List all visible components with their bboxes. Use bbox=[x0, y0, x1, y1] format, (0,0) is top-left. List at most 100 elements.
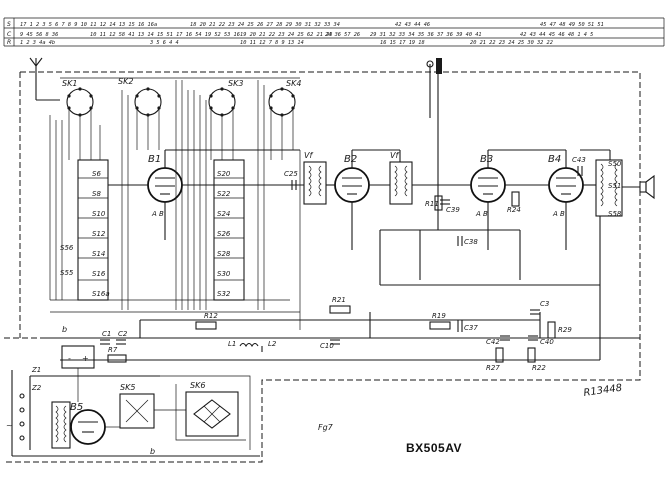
output-transformer: S50 S51 S58 bbox=[595, 159, 623, 218]
table-row-label-s: S bbox=[7, 21, 11, 28]
capacitor-label: C37 bbox=[464, 324, 478, 332]
resistor-label: R12 bbox=[204, 312, 218, 320]
battery-box: - + b bbox=[61, 325, 95, 369]
capacitor-c23: C25 bbox=[284, 170, 298, 190]
capacitor-label: C43 bbox=[572, 156, 586, 164]
switch-sk1: SK1 bbox=[62, 79, 94, 117]
table-cell: 24 36 57 26 bbox=[325, 32, 360, 38]
coil-label: S55 bbox=[60, 269, 74, 277]
resistor-r12: R12 bbox=[195, 312, 218, 330]
bus-label: b bbox=[62, 325, 67, 334]
capacitor-c38: C39 bbox=[440, 199, 460, 214]
coil-label: S8 bbox=[92, 190, 101, 198]
switch-sk4: SK4 bbox=[268, 79, 301, 117]
capacitor-label: C2 bbox=[118, 330, 128, 338]
switch-contact-label: Z2 bbox=[31, 384, 42, 392]
figure-label: Fg7 bbox=[318, 423, 334, 432]
capacitor-c3: C3 bbox=[530, 300, 549, 315]
resistor-r30: R29 bbox=[547, 321, 572, 339]
table-cell: 1 2 3 4a 4b bbox=[20, 40, 55, 46]
switch-sk6: SK6 bbox=[185, 381, 239, 437]
resistor-r22: R22 bbox=[527, 347, 546, 372]
coil-label: S32 bbox=[217, 290, 231, 298]
table-cell: 45 47 48 49 50 51 51 bbox=[540, 22, 604, 28]
table-cell: 42 43 44 45 46 48 1 4 5 bbox=[520, 32, 593, 38]
resistor-r28: R27 bbox=[486, 347, 504, 372]
table-cell: 16 15 17 19 18 bbox=[380, 40, 425, 46]
drawing-reference: R13448 bbox=[583, 383, 623, 399]
coil-label: S50 bbox=[608, 160, 622, 168]
plus-label: + bbox=[82, 354, 89, 363]
coil-block-right: S20 S22 S24 S26 S28 S30 S32 bbox=[213, 159, 245, 301]
table-cell: 10 11 12 58 41 13 14 15 51 17 16 54 19 5… bbox=[90, 32, 240, 38]
switch-sk2: SK2 bbox=[118, 77, 162, 117]
signal-wiring bbox=[108, 120, 640, 286]
minus-label: - bbox=[68, 354, 71, 363]
resistor-r19: R19 bbox=[429, 312, 451, 330]
resistor-label: R11 bbox=[425, 200, 439, 208]
if-transformer-1: Vf bbox=[303, 151, 327, 205]
coil-block-left: S6 S8 S10 S12 S14 S16 S16a S56 S55 bbox=[60, 159, 110, 301]
capacitor-label: C3 bbox=[540, 300, 549, 308]
capacitor-c10: C10 bbox=[320, 339, 340, 350]
table-cell: 9 45 56 8 36 bbox=[20, 32, 58, 38]
tube-pins-label: A B bbox=[475, 210, 488, 218]
tube-label: B1 bbox=[148, 154, 161, 165]
antenna-symbol bbox=[29, 57, 60, 101]
resistor-label: R27 bbox=[486, 364, 500, 372]
reference-table: S C R 17 1 2 3 5 6 7 8 9 10 11 12 14 13 … bbox=[3, 17, 665, 47]
capacitor-label: C39 bbox=[446, 206, 460, 214]
inductor-l1-l2: L1 L2 bbox=[228, 340, 277, 352]
table-cell: 20 21 22 23 24 25 30 32 22 bbox=[470, 40, 553, 46]
resistor-label: R7 bbox=[108, 346, 118, 354]
coil-label: S51 bbox=[608, 182, 621, 190]
resistor-label: R24 bbox=[507, 206, 521, 214]
if-transformer-2: Vf bbox=[389, 151, 413, 205]
tube-pins-label: A B bbox=[151, 210, 164, 218]
table-cell: 29 31 32 33 34 35 36 37 36 39 40 41 bbox=[370, 32, 482, 38]
tube-label: B3 bbox=[480, 154, 493, 165]
capacitor-label: C1 bbox=[102, 330, 111, 338]
inductor-label: L2 bbox=[268, 340, 277, 348]
ac-label: ~ bbox=[6, 421, 13, 430]
resistor-label: R21 bbox=[332, 296, 346, 304]
resistor-label: R29 bbox=[558, 326, 572, 334]
table-cell: 42 43 44 46 bbox=[395, 22, 430, 28]
capacitor-c36: C37 bbox=[457, 320, 478, 332]
speaker-icon bbox=[639, 174, 655, 200]
table-cell: 19 20 21 22 23 24 25 62 21 23 bbox=[240, 32, 332, 38]
table-cell: 3 5 6 4 4 bbox=[149, 40, 179, 46]
switch-label: SK2 bbox=[118, 77, 133, 86]
coil-label: S28 bbox=[217, 250, 231, 258]
resistor-r11: R11 bbox=[425, 195, 443, 211]
psu-wiring bbox=[77, 368, 251, 450]
capacitor-label: C38 bbox=[464, 238, 478, 246]
switch-label: SK6 bbox=[190, 381, 205, 390]
coil-label: S30 bbox=[217, 270, 231, 278]
switch-sk3: SK3 bbox=[208, 79, 243, 117]
coil-label: S22 bbox=[217, 190, 231, 198]
coil-label: S10 bbox=[92, 210, 106, 218]
coil-label: S58 bbox=[608, 210, 622, 218]
capacitor-c1: C1 bbox=[100, 330, 111, 345]
bus-label: b bbox=[150, 447, 155, 456]
coil-label: S20 bbox=[217, 170, 231, 178]
coil-label: S12 bbox=[92, 230, 106, 238]
coil-label: S56 bbox=[60, 244, 74, 252]
resistor-r24: R24 bbox=[507, 191, 521, 214]
coil-label: S24 bbox=[217, 210, 230, 218]
table-cell: 10 11 12 7 8 9 13 14 bbox=[240, 40, 304, 46]
switch-label: SK5 bbox=[120, 383, 135, 392]
switch-label: SK1 bbox=[62, 79, 77, 88]
switch-label: SK4 bbox=[286, 79, 301, 88]
capacitor-c41: C43 bbox=[572, 156, 586, 176]
table-row-label-r: R bbox=[7, 39, 11, 46]
transformer-label: Vf bbox=[304, 151, 313, 160]
switch-wiring bbox=[49, 77, 301, 330]
capacitor-label: C42 bbox=[486, 338, 500, 346]
tube-b5: B5 bbox=[70, 402, 106, 445]
table-cell: 17 1 2 3 5 6 7 8 9 10 11 12 14 13 15 16 … bbox=[20, 22, 157, 28]
coil-label: S26 bbox=[217, 230, 231, 238]
coil-label: S16 bbox=[92, 270, 106, 278]
